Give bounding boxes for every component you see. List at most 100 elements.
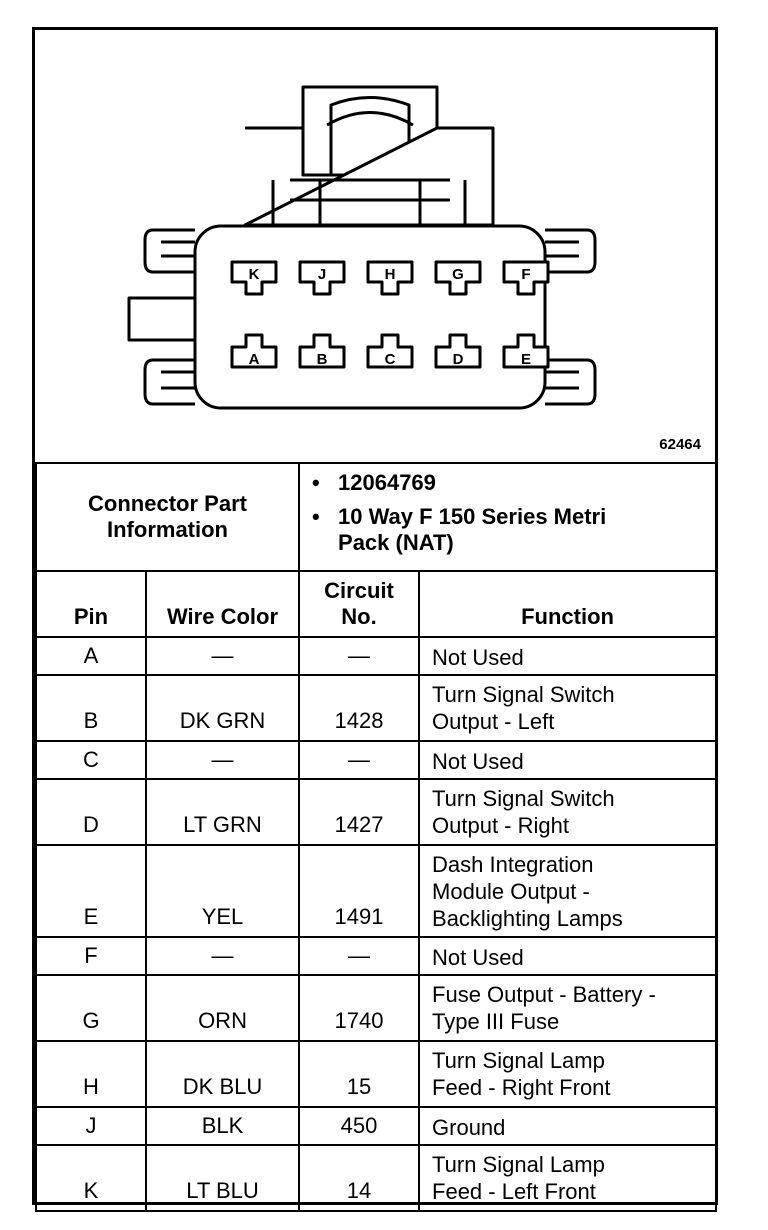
pin-column-header: Pin	[35, 570, 147, 638]
figure-number: 62464	[659, 436, 701, 453]
wire-color-cell: DK BLU	[144, 1040, 301, 1108]
pin-cell: D	[35, 778, 147, 846]
wire-color-cell: ORN	[144, 974, 301, 1042]
circuit-cell: 14	[298, 1144, 421, 1212]
circuit-cell: —	[298, 936, 421, 976]
wire-color-cell: —	[144, 740, 301, 780]
function-line: Turn Signal Switch	[432, 786, 615, 811]
circuit-cell: —	[298, 636, 421, 676]
pin-cavity-f	[502, 260, 550, 296]
part-number: 12064769	[312, 470, 709, 496]
pin-cavity-e	[502, 333, 550, 369]
function-cell: Not Used	[418, 636, 718, 676]
table-row: C——Not Used	[35, 740, 718, 780]
function-line: Dash Integration	[432, 851, 594, 877]
function-line: Not Used	[432, 644, 524, 670]
pin-cavity-b	[298, 333, 346, 369]
pin-cell: J	[35, 1106, 147, 1146]
circuit-cell: —	[298, 740, 421, 780]
pin-cell: K	[35, 1144, 147, 1212]
connector-info-row: Connector Part Information 12064769 10 W…	[34, 462, 718, 572]
function-line: Not Used	[432, 944, 524, 970]
pin-cavity-a	[230, 333, 278, 369]
function-line: Module Output -	[432, 878, 590, 904]
pin-cavity-d	[434, 333, 482, 369]
pin-cell: B	[35, 674, 147, 742]
wire-color-cell: LT BLU	[144, 1144, 301, 1212]
pin-label-d: D	[453, 351, 464, 368]
connector-info-values: 12064769 10 Way F 150 Series Metri Pack …	[298, 462, 718, 572]
pin-label-f: F	[521, 266, 530, 283]
function-line: Type III Fuse	[432, 1009, 560, 1034]
circuit-cell: 1428	[298, 674, 421, 742]
pin-cavity-c	[366, 333, 414, 369]
function-line: Not Used	[432, 748, 524, 774]
function-cell: Fuse Output - Battery -Type III Fuse	[418, 974, 718, 1042]
connector-info-label-line2: Information	[107, 517, 228, 542]
pin-cell: A	[35, 636, 147, 676]
pin-label-h: H	[385, 266, 396, 283]
pin-cavity-j	[298, 260, 346, 296]
connector-info-label-line1: Connector Part	[88, 491, 247, 516]
pin-label-j: J	[318, 266, 326, 283]
circuit-column-header: Circuit No.	[298, 570, 421, 638]
function-cell: Ground	[418, 1106, 718, 1146]
pin-cavity-h	[366, 260, 414, 296]
pin-label-k: K	[249, 266, 260, 283]
circuit-header-line1: Circuit	[324, 578, 394, 603]
function-line: Backlighting Lamps	[432, 905, 623, 931]
function-cell: Not Used	[418, 740, 718, 780]
pin-cell: F	[35, 936, 147, 976]
function-line: Turn Signal Lamp	[432, 1152, 605, 1177]
connector-type-line1: 10 Way F 150 Series Metri	[338, 504, 607, 529]
pin-cavity-g	[434, 260, 482, 296]
connector-info-label: Connector Part Information	[34, 462, 301, 572]
pin-cell: C	[35, 740, 147, 780]
function-line: Feed - Right Front	[432, 1075, 611, 1100]
circuit-cell: 1427	[298, 778, 421, 846]
pin-label-b: B	[317, 351, 328, 368]
pin-label-g: G	[452, 266, 464, 283]
pin-label-c: C	[385, 351, 396, 368]
wire-color-cell: LT GRN	[144, 778, 301, 846]
pin-label-a: A	[249, 351, 260, 368]
connector-type: 10 Way F 150 Series Metri Pack (NAT)	[312, 504, 709, 556]
column-header-row: Pin Wire Color Circuit No. Function	[35, 570, 718, 638]
wire-color-cell: —	[144, 936, 301, 976]
wire-color-cell: YEL	[144, 844, 301, 938]
pin-cavity-k	[230, 260, 278, 296]
circuit-header-line2: No.	[341, 604, 377, 629]
function-line: Fuse Output - Battery -	[432, 982, 656, 1007]
connector-type-line2: Pack (NAT)	[338, 530, 454, 555]
table-row: F——Not Used	[35, 936, 718, 976]
table-row: A——Not Used	[35, 636, 718, 676]
connector-table: Connector Part Information 12064769 10 W…	[34, 462, 718, 1212]
wire-color-cell: —	[144, 636, 301, 676]
wire-color-cell: DK GRN	[144, 674, 301, 742]
function-line: Turn Signal Switch	[432, 682, 615, 707]
pin-cell: H	[35, 1040, 147, 1108]
circuit-cell: 1491	[298, 844, 421, 938]
pin-cell: G	[35, 974, 147, 1042]
circuit-cell: 15	[298, 1040, 421, 1108]
circuit-cell: 450	[298, 1106, 421, 1146]
function-column-header: Function	[418, 570, 718, 638]
function-line: Output - Right	[432, 813, 569, 838]
function-line: Feed - Left Front	[432, 1179, 596, 1204]
wire-color-cell: BLK	[144, 1106, 301, 1146]
function-line: Turn Signal Lamp	[432, 1048, 605, 1073]
